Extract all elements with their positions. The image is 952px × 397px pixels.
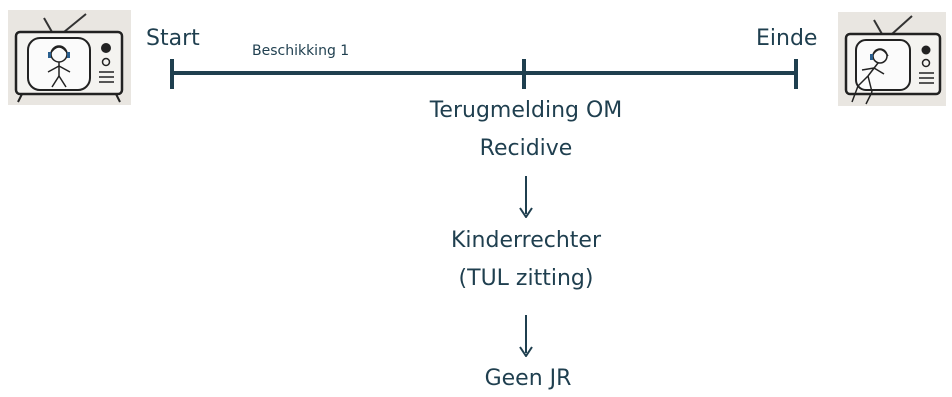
step-terugmelding: Terugmelding OM [429,98,623,123]
timeline-tick-middle [522,59,526,89]
arrow-down-icon [518,315,534,361]
tv-person-headphones-icon [8,10,131,105]
tv-person-leaving-icon [838,12,946,106]
step-kinderrechter: Kinderrechter [451,228,601,253]
step-geen-jr: Geen JR [484,366,572,391]
step-tul-zitting: (TUL zitting) [458,266,594,291]
timeline-tick-end [794,59,798,89]
timeline-tick-start [170,59,174,89]
timeline-end-label: Einde [756,26,818,51]
timeline-segment-label: Beschikking 1 [252,43,350,59]
timeline-start-label: Start [146,26,200,51]
step-recidive: Recidive [479,136,573,161]
timeline-line [172,71,798,75]
arrow-down-icon [518,176,534,222]
